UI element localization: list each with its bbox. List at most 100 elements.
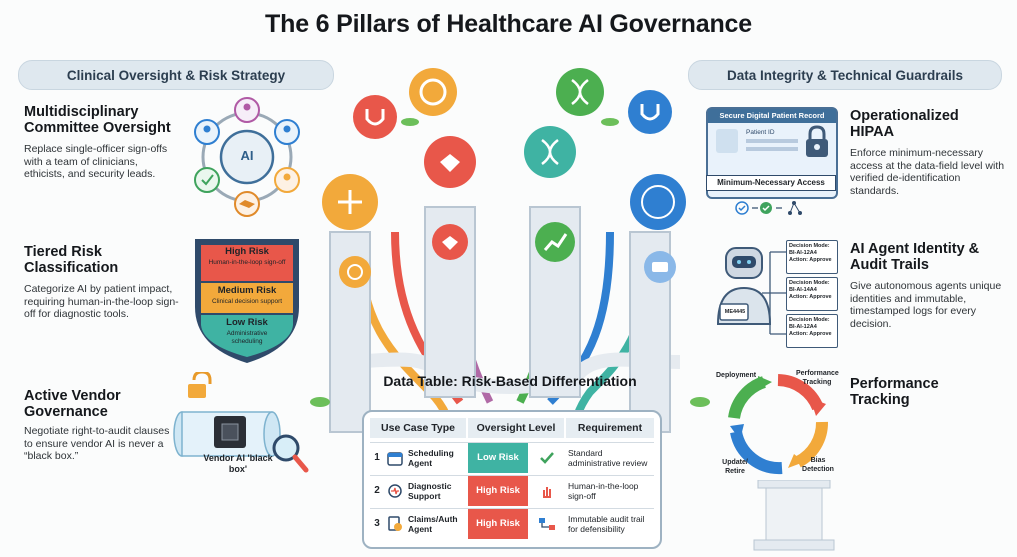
committee-desc: Replace single-officer sign-offs with a … <box>24 143 168 180</box>
right-section-pill: Data Integrity & Technical Guardrails <box>688 60 1002 90</box>
record-line <box>746 139 798 143</box>
row-number: 2 <box>374 485 380 496</box>
risk-classification-desc: Categorize AI by patient impact, requiri… <box>24 283 179 320</box>
cycle-label-bias: Bias Detection <box>802 457 834 473</box>
table-header: Oversight Level <box>468 418 564 438</box>
hipaa-desc: Enforce minimum-necessary access at the … <box>850 147 1005 197</box>
record-title: Secure Digital Patient Record <box>708 109 836 123</box>
use-case: Diagnostic Support <box>408 481 452 501</box>
calendar-icon <box>384 443 406 473</box>
log-action: Action: Approve <box>789 257 832 263</box>
requirement: Human-in-the-loop sign-off <box>568 481 639 501</box>
vendor-box-illustration <box>173 372 309 473</box>
shield-check-icon <box>194 167 220 193</box>
high-risk-label: High Risk <box>225 246 269 257</box>
audit-log-card: Decision Mode: BI-AI-14A4 Action: Approv… <box>786 277 838 311</box>
claims-icon <box>384 509 406 539</box>
committee-diagram <box>194 97 300 217</box>
audit-log-card: Decision Mode: BI-AI-12A4 Action: Approv… <box>786 240 838 274</box>
patient-id-label: Patient ID <box>746 129 775 136</box>
log-id: BI-AI-12A4 <box>789 250 817 256</box>
hipaa-heading: Operationalized HIPAA <box>850 108 959 140</box>
brain-icon <box>339 256 371 288</box>
table-row: 2 Diagnostic Support High Risk Human-in-… <box>370 475 654 506</box>
committee-center-label: AI <box>240 148 254 163</box>
check-icon <box>532 443 562 473</box>
scales-icon <box>322 174 378 230</box>
padlock-open-icon <box>188 372 212 398</box>
log-id: BI-AI-14A4 <box>789 287 817 293</box>
table-row: 3 Claims/Auth Agent High Risk Immutable … <box>370 508 654 539</box>
performance-cycle <box>728 374 828 475</box>
audit-desc: Give autonomous agents unique identities… <box>850 280 1002 330</box>
log-action: Action: Approve <box>789 294 832 300</box>
risk-table: Use Case Type Oversight Level Requiremen… <box>362 410 662 549</box>
audit-heading: AI Agent Identity & Audit Trails <box>850 241 980 273</box>
medium-risk-sub: Clinical decision support <box>211 298 283 305</box>
vendor-desc: Negotiate right-to-audit clauses to ensu… <box>24 425 170 462</box>
access-badge: Minimum-Necessary Access <box>706 175 836 191</box>
hand-icon <box>532 476 562 506</box>
chip-icon <box>214 416 246 448</box>
leaf-decoration <box>310 118 710 407</box>
log-mode: Decision Mode: <box>789 317 830 323</box>
padlock-icon <box>806 125 828 157</box>
dna-icon <box>556 68 604 116</box>
low-risk-label: Low Risk <box>226 317 268 328</box>
log-id: BI-AI-12A4 <box>789 324 817 330</box>
low-risk-sub: Administrative scheduling <box>226 330 268 345</box>
left-section-pill: Clinical Oversight & Risk Strategy <box>18 60 334 90</box>
hand-icon <box>424 136 476 188</box>
patient-photo-icon <box>716 129 738 153</box>
robot-icon <box>644 251 676 283</box>
requirement: Standard administrative review <box>568 448 648 468</box>
committee-member-icon <box>194 119 220 145</box>
requirement: Immutable audit trail for defensibility <box>568 514 645 534</box>
ai-bulb-icon <box>630 174 686 230</box>
high-risk-sub: Human-in-the-loop sign-off <box>208 259 286 266</box>
dna-icon <box>524 126 576 178</box>
vendor-box-label: Vendor AI 'black box' <box>203 453 273 474</box>
cycle-label-deployment: Deployment <box>716 372 757 379</box>
page-title: The 6 Pillars of Healthcare AI Governanc… <box>265 10 752 38</box>
committee-member-icon <box>274 119 300 145</box>
brain-icon <box>409 68 457 116</box>
cycle-label-update: Update/ Retire <box>722 459 748 475</box>
row-number: 1 <box>374 452 380 463</box>
table-header: Requirement <box>566 418 654 438</box>
stethoscope-icon <box>628 90 672 134</box>
table-title: Data Table: Risk-Based Differentiation <box>383 373 637 389</box>
table-header: Use Case Type <box>370 418 466 438</box>
risk-classification-heading: Tiered Risk Classification <box>24 244 119 276</box>
performance-heading: Performance Tracking <box>850 376 939 408</box>
committee-heading: Multidisciplinary Committee Oversight <box>24 104 171 136</box>
diagnostic-icon <box>384 476 406 506</box>
record-line <box>746 147 798 151</box>
log-mode: Decision Mode: <box>789 243 830 249</box>
verification-icons <box>735 201 802 215</box>
patient-record-card: Secure Digital Patient Record Patient ID… <box>706 107 838 199</box>
chart-icon <box>535 222 575 262</box>
oversight-level: High Risk <box>468 509 528 539</box>
medium-risk-label: Medium Risk <box>217 285 277 296</box>
hand-icon <box>432 224 468 260</box>
risk-shield: High Risk Human-in-the-loop sign-off Med… <box>191 237 303 365</box>
base-pillar <box>753 480 835 551</box>
committee-member-icon <box>234 97 260 123</box>
log-connectors <box>762 251 788 335</box>
table-row: 1 Scheduling Agent Low Risk Standard adm… <box>370 442 654 473</box>
committee-member-icon <box>274 167 300 193</box>
log-mode: Decision Mode: <box>789 280 830 286</box>
stethoscope-icon <box>353 95 397 139</box>
agent-badge-label: ME4445 <box>724 309 746 315</box>
oversight-level: Low Risk <box>468 443 528 473</box>
cycle-label-performance: Performance Tracking <box>796 370 839 386</box>
audit-log-card: Decision Mode: BI-AI-12A4 Action: Approv… <box>786 314 838 348</box>
oversight-level: High Risk <box>468 476 528 506</box>
use-case: Claims/Auth Agent <box>408 514 458 534</box>
log-action: Action: Approve <box>789 331 832 337</box>
row-number: 3 <box>374 518 380 529</box>
audit-trail-icon <box>532 509 562 539</box>
ai-agent-illustration <box>716 247 772 325</box>
magnifier-icon <box>272 434 309 473</box>
